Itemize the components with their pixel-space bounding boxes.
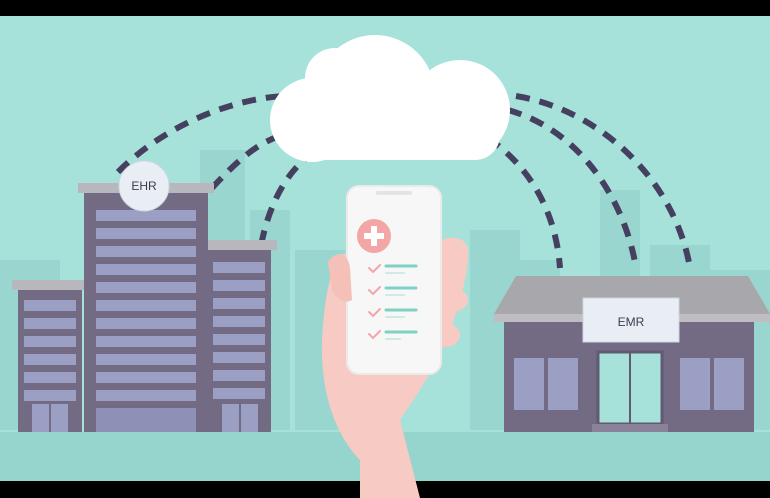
checklist-item [368, 286, 418, 296]
phone [346, 185, 442, 375]
emr-sign: EMR [582, 297, 680, 343]
top-letterbox [0, 0, 770, 16]
connection-line-emr-inner [486, 135, 563, 269]
thumb [328, 254, 352, 302]
connection-line-ehr-inner [209, 130, 291, 191]
check-icon [368, 308, 381, 318]
connection-line-emr-outer [515, 93, 693, 269]
plus-icon [357, 219, 391, 253]
check-icon [368, 264, 381, 274]
cloud [270, 35, 510, 162]
connection-line-ehr-outer [115, 93, 286, 175]
ehr-hospital [12, 183, 277, 432]
ehr-label: EHR [131, 179, 157, 193]
checklist-item [368, 264, 418, 274]
ehr-badge: EHR [118, 160, 170, 212]
checklist [368, 264, 418, 340]
connection-line-emr-middle [507, 107, 639, 269]
check-icon [368, 330, 381, 340]
checklist-item [368, 330, 418, 340]
checklist-item [368, 308, 418, 318]
check-icon [368, 286, 381, 296]
emr-clinic [494, 276, 770, 432]
emr-label: EMR [618, 315, 645, 329]
